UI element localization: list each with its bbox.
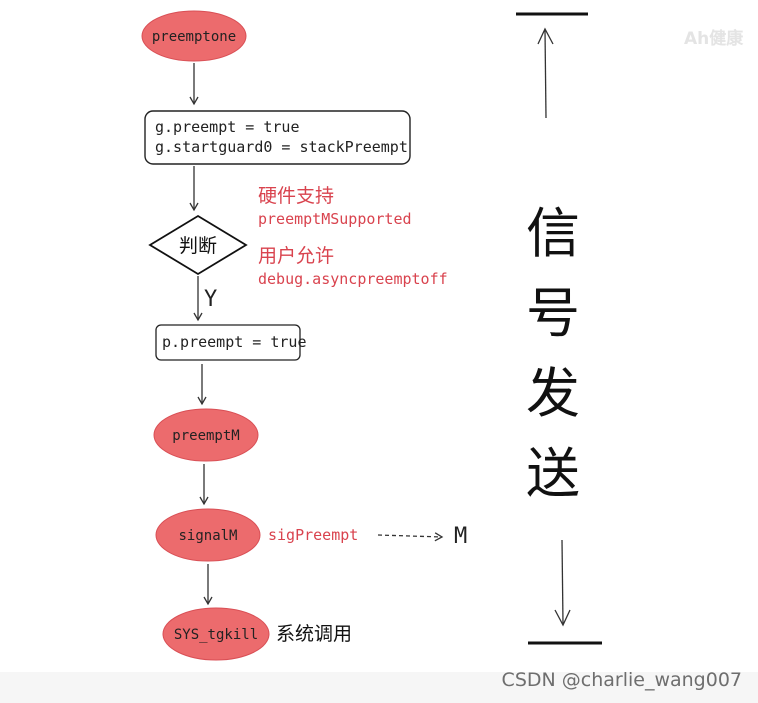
node-preemptone: preemptone [141,10,247,62]
node-signalM: signalM [155,508,261,562]
g-assign-line1: g.preempt = true [155,118,300,136]
signal-send-indicator: 信 号 发 送 [516,12,602,645]
sys-tgkill-ellipse [162,607,270,661]
up-arrow-shaft [544,29,547,119]
annotation-preemptMSupported: preemptMSupported [258,210,412,228]
watermark-top-right: Ah健康 [684,28,744,49]
annotation-syscall: 系统调用 [276,623,352,645]
annotation-user-allowed: 用户允许 [258,245,334,267]
side-char-2: 号 [526,282,580,345]
down-arrow-head [554,609,571,627]
target-m-label: M [454,524,467,549]
preemptM-label: preemptM [172,428,239,444]
annotation-debug-flag: debug.asyncpreemptoff [258,270,448,288]
side-char-3: 发 [526,362,580,425]
node-p-assign: p.preempt = true [155,324,307,361]
csdn-watermark: CSDN @charlie_wang007 [501,669,742,691]
annotation-hardware-support: 硬件支持 [258,185,334,207]
down-arrow-shaft [561,539,564,625]
yes-label: Y [204,287,217,312]
dashed-arrow-to-m [377,532,444,542]
p-assign-label: p.preempt = true [162,333,307,351]
p-assign-box [155,324,301,361]
node-sys-tgkill: SYS_tgkill [162,607,270,661]
side-char-4: 送 [526,442,580,505]
preemptone-ellipse [141,10,247,62]
footer-band [0,672,758,703]
node-decision: 判断 [148,214,248,276]
g-assign-box [144,110,411,165]
up-arrow-head [537,27,554,45]
annotation-sigPreempt: sigPreempt [268,526,358,544]
g-assign-line2: g.startguard0 = stackPreempt [155,138,408,156]
signalM-ellipse [155,508,261,562]
side-char-1: 信 [526,202,580,265]
sys-tgkill-label: SYS_tgkill [174,627,258,643]
node-g-assign: g.preempt = true g.startguard0 = stackPr… [144,110,411,165]
preemptone-label: preemptone [152,29,236,45]
node-preemptM: preemptM [153,408,259,462]
decision-diamond [148,214,248,276]
signalM-label: signalM [178,528,237,544]
decision-label: 判断 [179,235,217,257]
preemptM-ellipse [153,408,259,462]
